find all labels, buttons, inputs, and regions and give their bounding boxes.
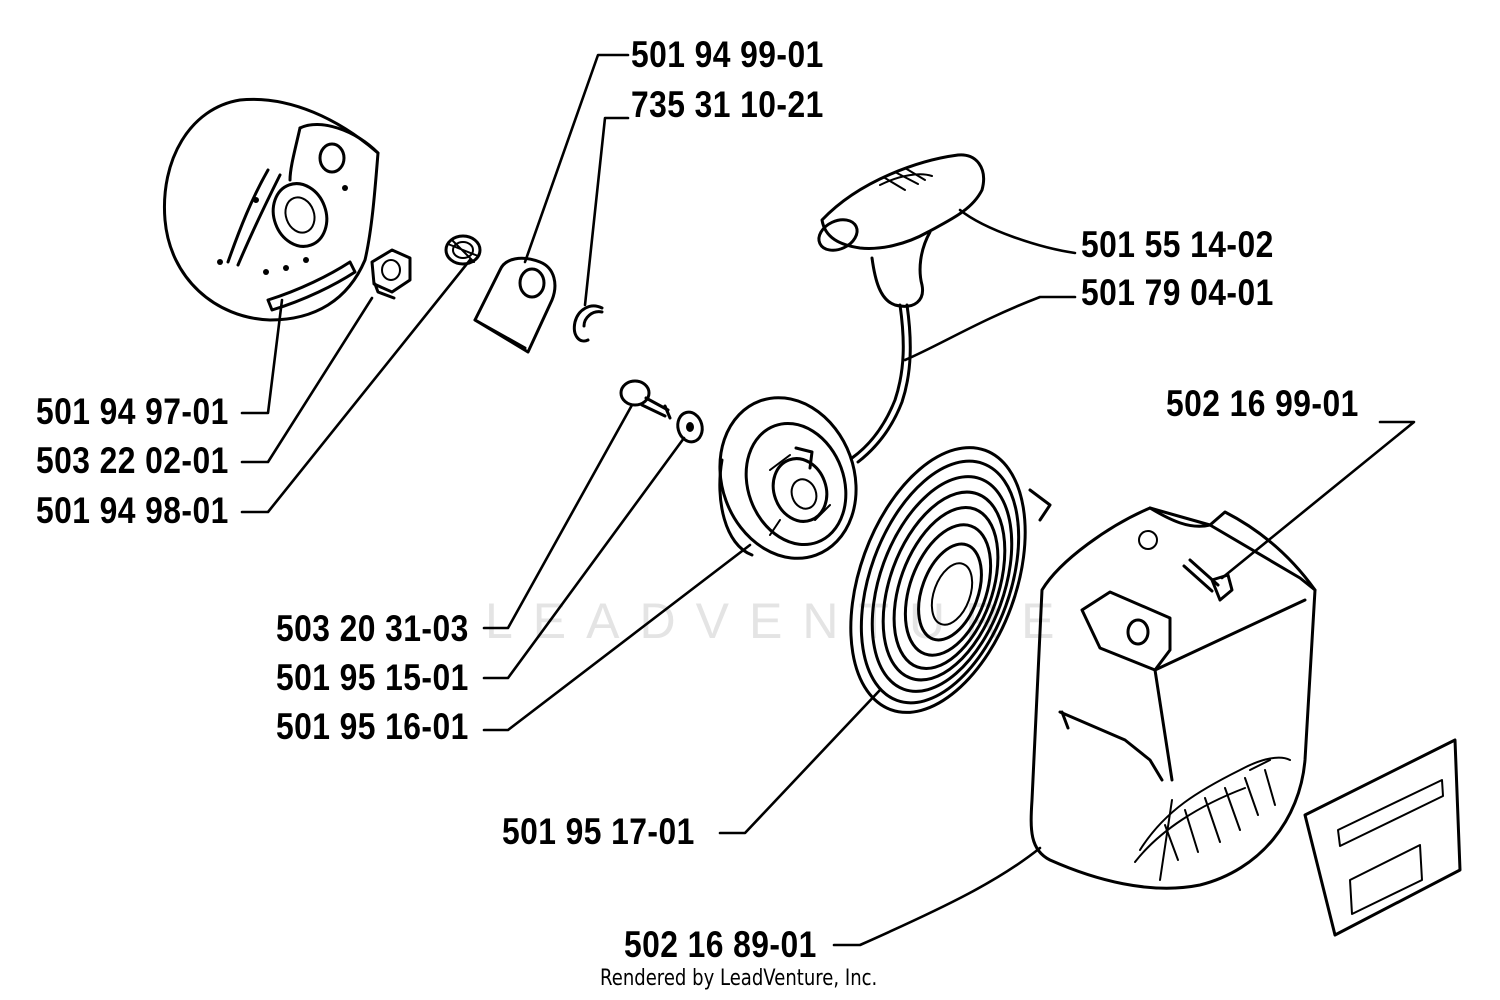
part-label-501551402: 501 55 14-02 <box>1081 224 1274 265</box>
starter-handle <box>817 153 985 308</box>
part-label-502169901: 502 16 99-01 <box>1166 383 1359 424</box>
flywheel-housing <box>162 97 380 322</box>
brand-decal <box>1303 738 1462 937</box>
part-label-503203103: 503 20 31-03 <box>276 608 469 649</box>
part-label-501951701: 501 95 17-01 <box>502 811 695 852</box>
pawl-spring <box>444 234 482 266</box>
part-label-501951501: 501 95 15-01 <box>276 657 469 698</box>
recoil-spring <box>849 446 1052 714</box>
circlip <box>572 304 604 343</box>
part-label-501790401: 501 79 04-01 <box>1081 272 1274 313</box>
starter-housing <box>1029 506 1317 890</box>
render-credit: Rendered by LeadVenture, Inc. <box>600 966 878 991</box>
starter-pawl <box>473 256 557 354</box>
part-label-501949701: 501 94 97-01 <box>36 391 229 432</box>
part-label-502168901: 502 16 89-01 <box>624 924 817 965</box>
part-label-501949801: 501 94 98-01 <box>36 490 229 531</box>
housing-bolt <box>1182 558 1234 602</box>
starter-rope <box>850 303 912 464</box>
watermark-text: LEADVENTURE <box>485 593 1075 649</box>
part-label-503220201: 503 22 02-01 <box>36 440 229 481</box>
rope-pulley <box>718 396 858 560</box>
part-label-735311021: 735 31 10-21 <box>631 84 824 125</box>
part-label-501951601: 501 95 16-01 <box>276 706 469 747</box>
part-label-501949901: 501 94 99-01 <box>631 34 824 75</box>
pulley-screw <box>619 379 672 420</box>
washer <box>676 410 704 444</box>
leader-lines <box>240 53 1416 947</box>
hex-nut <box>370 248 412 300</box>
